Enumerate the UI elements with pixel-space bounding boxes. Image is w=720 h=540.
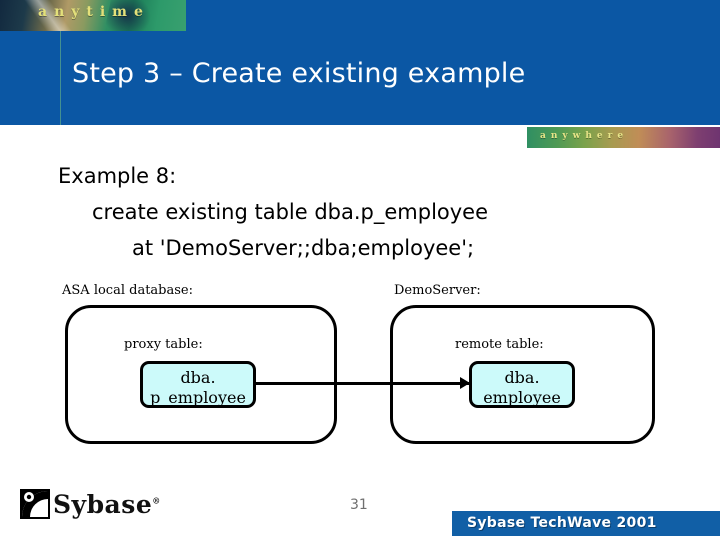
- local-database-label: ASA local database:: [62, 283, 193, 298]
- anytime-logo-text: anytime: [38, 4, 150, 20]
- page-title: Step 3 – Create existing example: [72, 58, 526, 89]
- techwave-banner: Sybase TechWave 2001: [452, 511, 720, 536]
- sybase-spiral-icon: [20, 489, 50, 519]
- remote-server-container: [390, 305, 655, 444]
- remote-table-box: dba. employee: [469, 361, 575, 408]
- anywhere-logo-banner: anywhere: [527, 127, 720, 148]
- header-vertical-rule: [60, 0, 61, 125]
- proxy-table-owner: dba.: [180, 368, 216, 387]
- anytime-logo-banner: anytime: [0, 0, 186, 31]
- proxy-table-label: proxy table:: [124, 337, 203, 352]
- remote-table-owner: dba.: [504, 368, 540, 387]
- remote-table-label: remote table:: [455, 337, 544, 352]
- sql-statement-line-2: at 'DemoServer;;dba;employee';: [132, 236, 475, 260]
- sql-statement-line-1: create existing table dba.p_employee: [92, 200, 489, 224]
- sybase-logo: Sybase®: [20, 489, 161, 519]
- sybase-wordmark-text: Sybase: [53, 489, 153, 519]
- anywhere-logo-text: anywhere: [540, 131, 629, 141]
- techwave-banner-text: Sybase TechWave 2001: [467, 515, 657, 531]
- remote-server-label: DemoServer:: [394, 283, 481, 298]
- sybase-wordmark: Sybase®: [53, 492, 161, 517]
- proxy-to-remote-connector: [256, 382, 469, 385]
- page-number: 31: [350, 497, 368, 513]
- proxy-table-name: p_employee: [150, 388, 246, 407]
- local-database-container: [65, 305, 337, 444]
- example-heading: Example 8:: [58, 164, 177, 188]
- example-text-block: Example 8: create existing table dba.p_e…: [56, 158, 666, 266]
- connector-arrow-icon: [460, 377, 470, 389]
- sybase-trademark-symbol: ®: [152, 495, 161, 506]
- proxy-table-box: dba. p_employee: [140, 361, 256, 408]
- remote-table-name: employee: [483, 388, 561, 407]
